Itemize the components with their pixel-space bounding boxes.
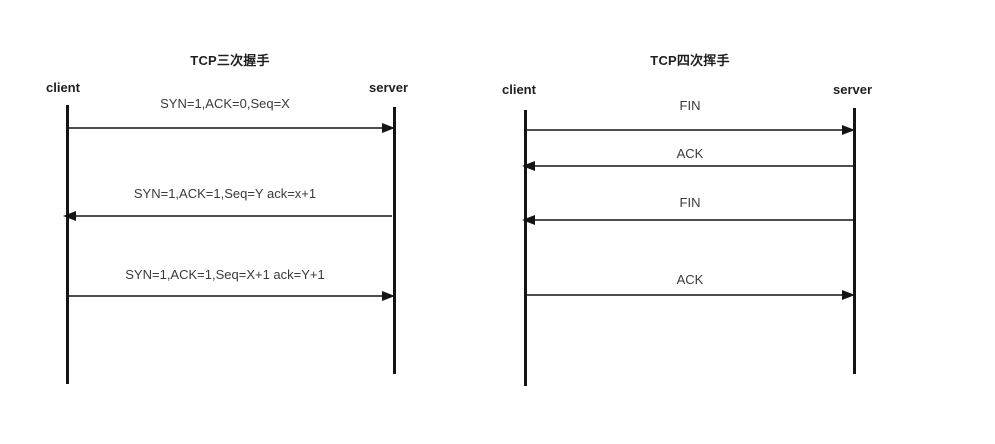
sequence-diagram-four-way-teardown: TCP四次挥手 client server FIN ACK FIN xyxy=(470,0,995,444)
message-arrow-handshake-3 xyxy=(68,290,396,302)
actor-label-server-handshake: server xyxy=(369,80,409,95)
message-arrow-teardown-3 xyxy=(521,214,854,226)
message-label-teardown-2: ACK xyxy=(676,146,704,161)
actor-label-server-teardown: server xyxy=(833,82,873,97)
message-label-teardown-3: FIN xyxy=(679,195,701,210)
lifeline-client-handshake xyxy=(66,105,69,384)
diagram-title-teardown: TCP四次挥手 xyxy=(650,53,730,68)
message-label-handshake-2: SYN=1,ACK=1,Seq=Y ack=x+1 xyxy=(133,186,317,201)
diagram-title-handshake: TCP三次握手 xyxy=(190,53,270,68)
lifeline-client-teardown xyxy=(524,110,527,386)
lifeline-server-teardown xyxy=(853,108,856,374)
actor-label-client-teardown: client xyxy=(502,82,536,97)
message-label-teardown-4: ACK xyxy=(676,272,704,287)
message-arrow-teardown-2 xyxy=(521,160,854,172)
actor-label-client-handshake: client xyxy=(46,80,80,95)
message-label-teardown-1: FIN xyxy=(679,98,701,113)
message-label-handshake-3: SYN=1,ACK=1,Seq=X+1 ack=Y+1 xyxy=(125,267,325,282)
sequence-diagram-three-way-handshake: TCP三次握手 client server SYN=1,ACK=0,Seq=X … xyxy=(0,0,470,444)
message-label-handshake-1: SYN=1,ACK=0,Seq=X xyxy=(160,96,290,111)
message-arrow-handshake-1 xyxy=(66,122,396,134)
message-arrow-teardown-1 xyxy=(525,124,856,136)
lifeline-server-handshake xyxy=(393,107,396,374)
message-arrow-teardown-4 xyxy=(525,289,856,301)
message-arrow-handshake-2 xyxy=(62,210,392,222)
